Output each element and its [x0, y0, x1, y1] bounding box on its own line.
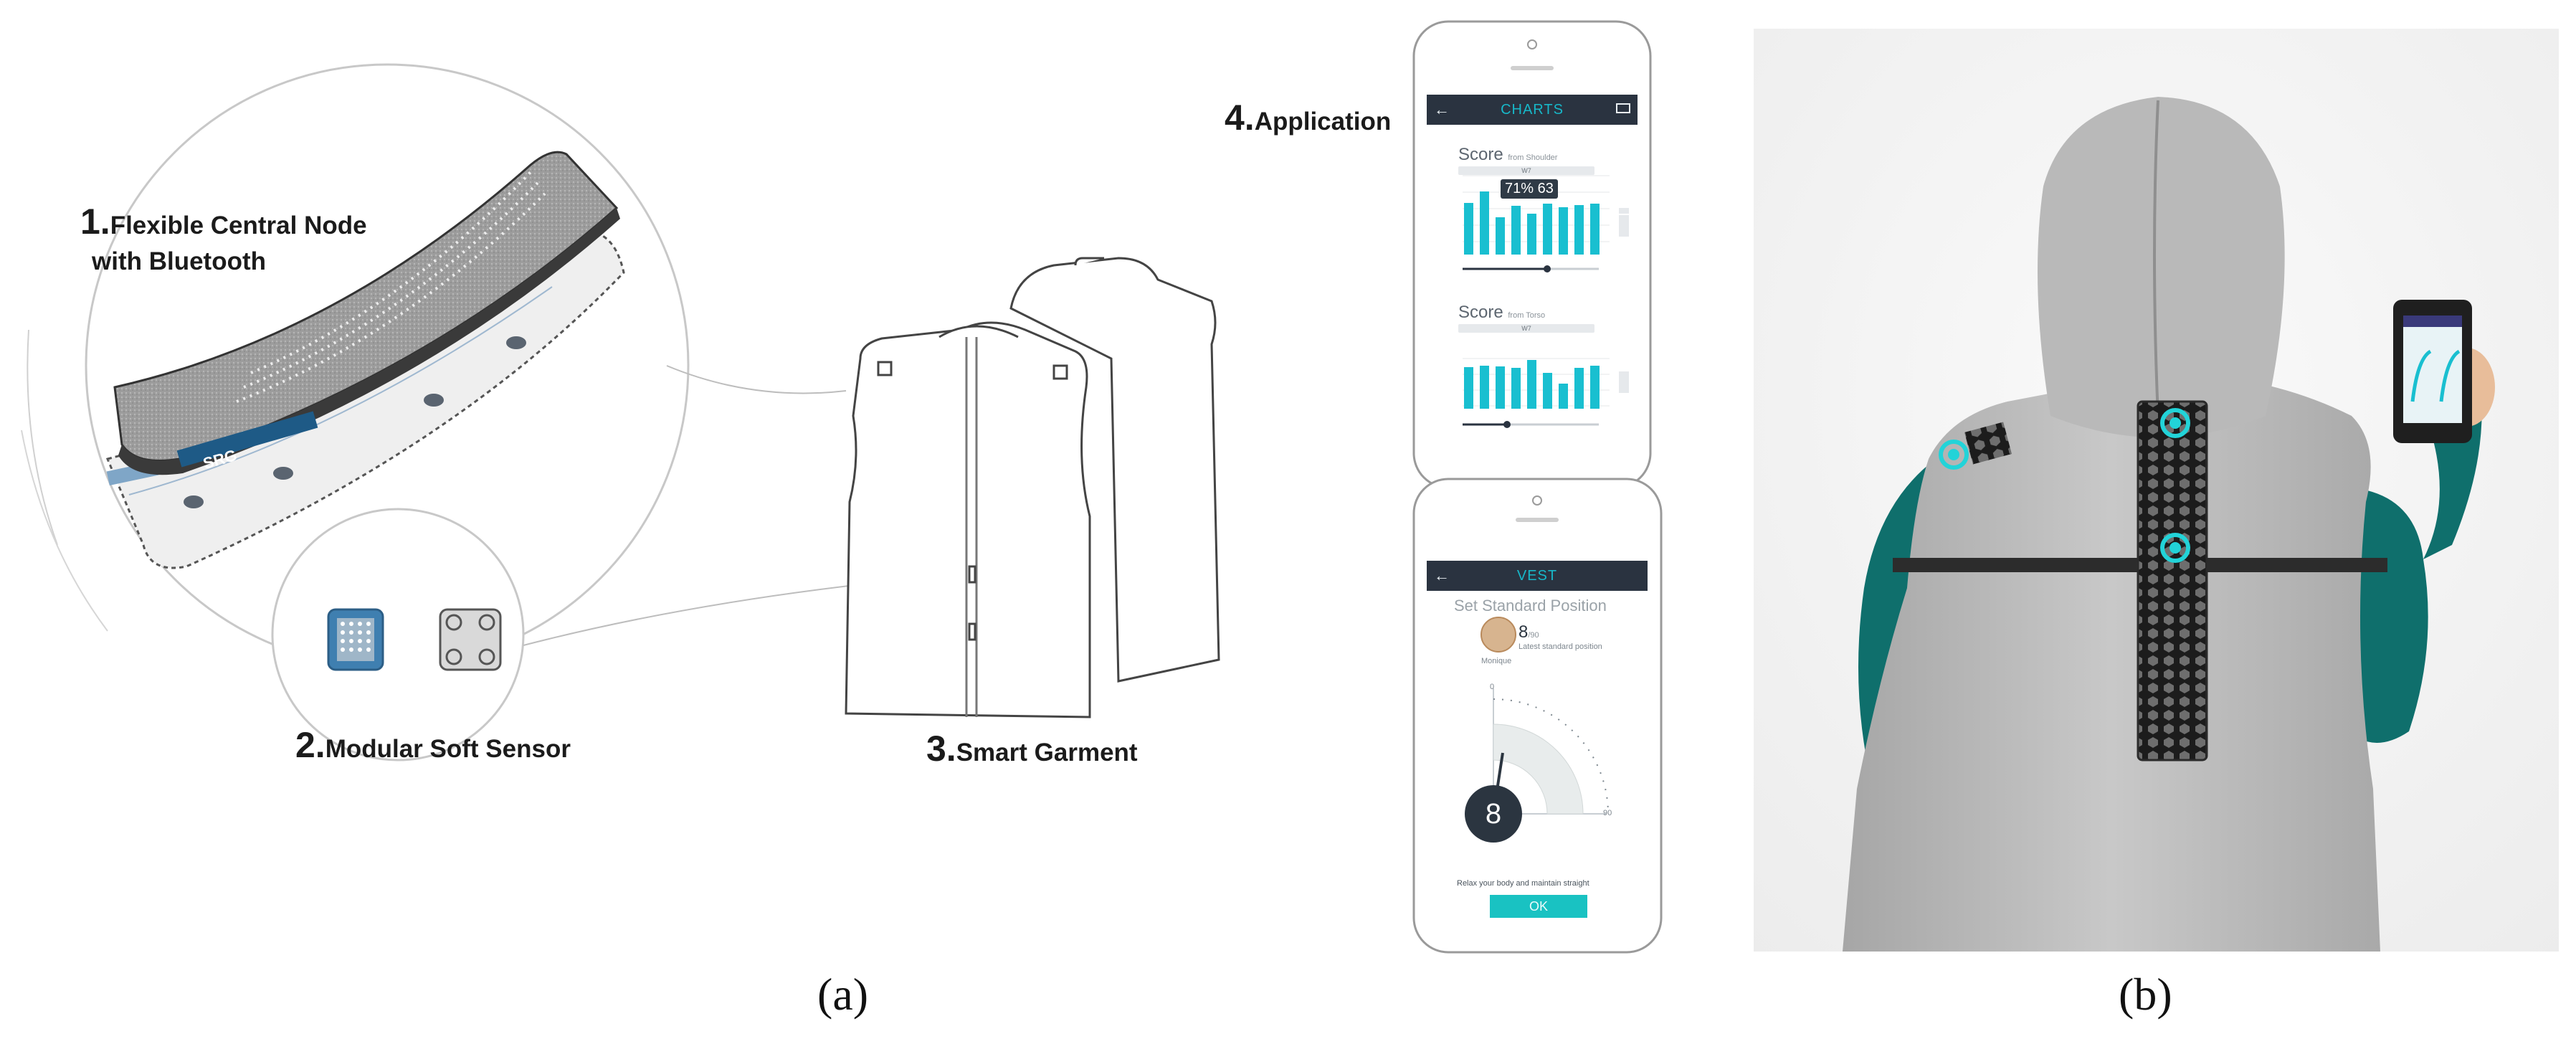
- callout-number: 2.: [295, 725, 325, 765]
- zoom-circle-sensor: [271, 508, 525, 762]
- vest-title: VEST: [1516, 568, 1558, 584]
- back-arrow-icon[interactable]: ←: [1434, 100, 1450, 118]
- user-name: Monique: [1481, 657, 1512, 665]
- photo-person-vest: [1754, 29, 2559, 952]
- charts-screen: ← CHARTS Score from Shoulder W7 71% 63 S…: [1427, 95, 1638, 478]
- charts-appbar: ← CHARTS: [1427, 95, 1638, 125]
- vest-sketch: [845, 257, 1220, 718]
- avatar: [1481, 617, 1516, 653]
- callout-smart-garment: 3.Smart Garment: [926, 728, 1138, 769]
- bar-tooltip: 71% 63: [1501, 179, 1558, 199]
- tooltip-value: 63: [1537, 181, 1554, 196]
- score-source: from Shoulder: [1508, 153, 1558, 162]
- shoulder-bar-chart: [1463, 175, 1629, 272]
- callout-number: 3.: [926, 729, 956, 769]
- panel-b-caption: (b): [2119, 969, 2172, 1020]
- callout-line-1: Smart Garment: [956, 739, 1138, 767]
- tooltip-percent: 71%: [1505, 181, 1534, 196]
- ok-button[interactable]: OK: [1490, 895, 1587, 918]
- instruction-text: Relax your body and maintain straight: [1457, 879, 1589, 888]
- score-value: 8: [1518, 622, 1529, 642]
- callout-line-1: Modular Soft Sensor: [325, 735, 571, 763]
- central-node-strip: [113, 151, 620, 475]
- score-subtext: Latest standard position: [1518, 642, 1602, 651]
- mail-icon[interactable]: [1616, 103, 1630, 113]
- torso-bar-chart: [1463, 358, 1629, 428]
- gauge-max-label: 90: [1603, 809, 1612, 817]
- callout-number: 4.: [1225, 98, 1255, 138]
- vest-screen: ← VEST Set Standard Position 8/90 Latest…: [1427, 561, 1648, 952]
- period-selector[interactable]: W7: [1458, 324, 1594, 333]
- callout-line-1: Flexible Central Node: [110, 212, 367, 239]
- score-label: Score: [1458, 303, 1503, 322]
- torso-score-label: Score from Torso: [1458, 303, 1545, 323]
- vest-appbar: ← VEST: [1427, 561, 1648, 591]
- callout-application: 4.Application: [1225, 97, 1391, 138]
- callout-central-node: 1.Flexible Central Node: [80, 201, 367, 242]
- charts-title: CHARTS: [1501, 102, 1564, 118]
- score-readout: 8/90: [1518, 622, 1539, 642]
- panel-a-caption: (a): [817, 969, 869, 1020]
- callout-number: 1.: [80, 201, 110, 242]
- score-max: /90: [1528, 631, 1539, 640]
- back-arrow-icon[interactable]: ←: [1434, 566, 1450, 584]
- period-selector[interactable]: W7: [1458, 166, 1594, 175]
- shoulder-score-label: Score from Shoulder: [1458, 145, 1557, 165]
- callout-central-node-line2: with Bluetooth: [92, 247, 266, 276]
- gauge-value-badge: 8: [1465, 785, 1522, 843]
- score-label: Score: [1458, 145, 1503, 164]
- callout-line-2: with Bluetooth: [92, 247, 267, 275]
- callout-soft-sensor: 2.Modular Soft Sensor: [295, 724, 571, 766]
- gauge-min-label: 0: [1490, 683, 1495, 691]
- vest-heading: Set Standard Position: [1454, 597, 1607, 615]
- score-source: from Torso: [1508, 311, 1546, 320]
- callout-line-1: Application: [1254, 108, 1392, 136]
